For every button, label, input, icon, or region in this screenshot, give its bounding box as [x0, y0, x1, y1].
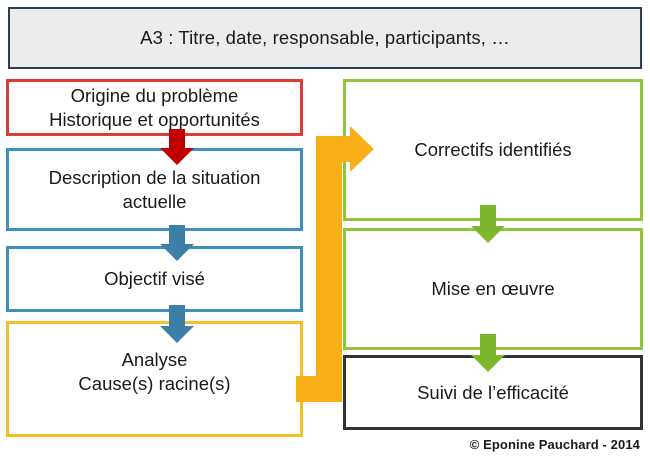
a3-header-box: A3 : Titre, date, responsable, participa…: [8, 7, 642, 69]
arrow-down-red-icon: [160, 129, 194, 165]
arrow-down-blue-2-icon: [160, 305, 194, 343]
box-objectif-vise: Objectif visé: [6, 246, 303, 312]
arrow-elbow-orange-icon: [296, 126, 378, 402]
arrow-head: [350, 126, 374, 172]
arrow-head: [471, 355, 505, 372]
box-correctifs-identifies: Correctifs identifiés: [343, 79, 643, 221]
arrow-down-green-2-icon: [471, 334, 505, 372]
box-description-situation-actuelle: Description de la situation actuelle: [6, 148, 303, 231]
arrow-segment-top: [316, 136, 350, 162]
arrow-down-blue-1-icon: [160, 225, 194, 261]
arrow-shaft: [169, 225, 185, 244]
arrow-head: [160, 326, 194, 343]
arrow-head: [471, 226, 505, 243]
arrow-down-green-1-icon: [471, 205, 505, 243]
copyright-credit: © Eponine Pauchard - 2014: [469, 437, 640, 452]
arrow-shaft: [169, 129, 185, 148]
arrow-shaft: [169, 305, 185, 326]
box-mise-en-oeuvre: Mise en œuvre: [343, 228, 643, 350]
arrow-head: [160, 244, 194, 261]
arrow-segment-vertical: [316, 136, 342, 402]
arrow-head: [160, 148, 194, 165]
box-origine-du-probleme: Origine du problème Historique et opport…: [6, 79, 303, 136]
arrow-shaft: [480, 205, 496, 226]
arrow-shaft: [480, 334, 496, 355]
box-analyse-causes-racines: Analyse Cause(s) racine(s): [6, 321, 303, 437]
